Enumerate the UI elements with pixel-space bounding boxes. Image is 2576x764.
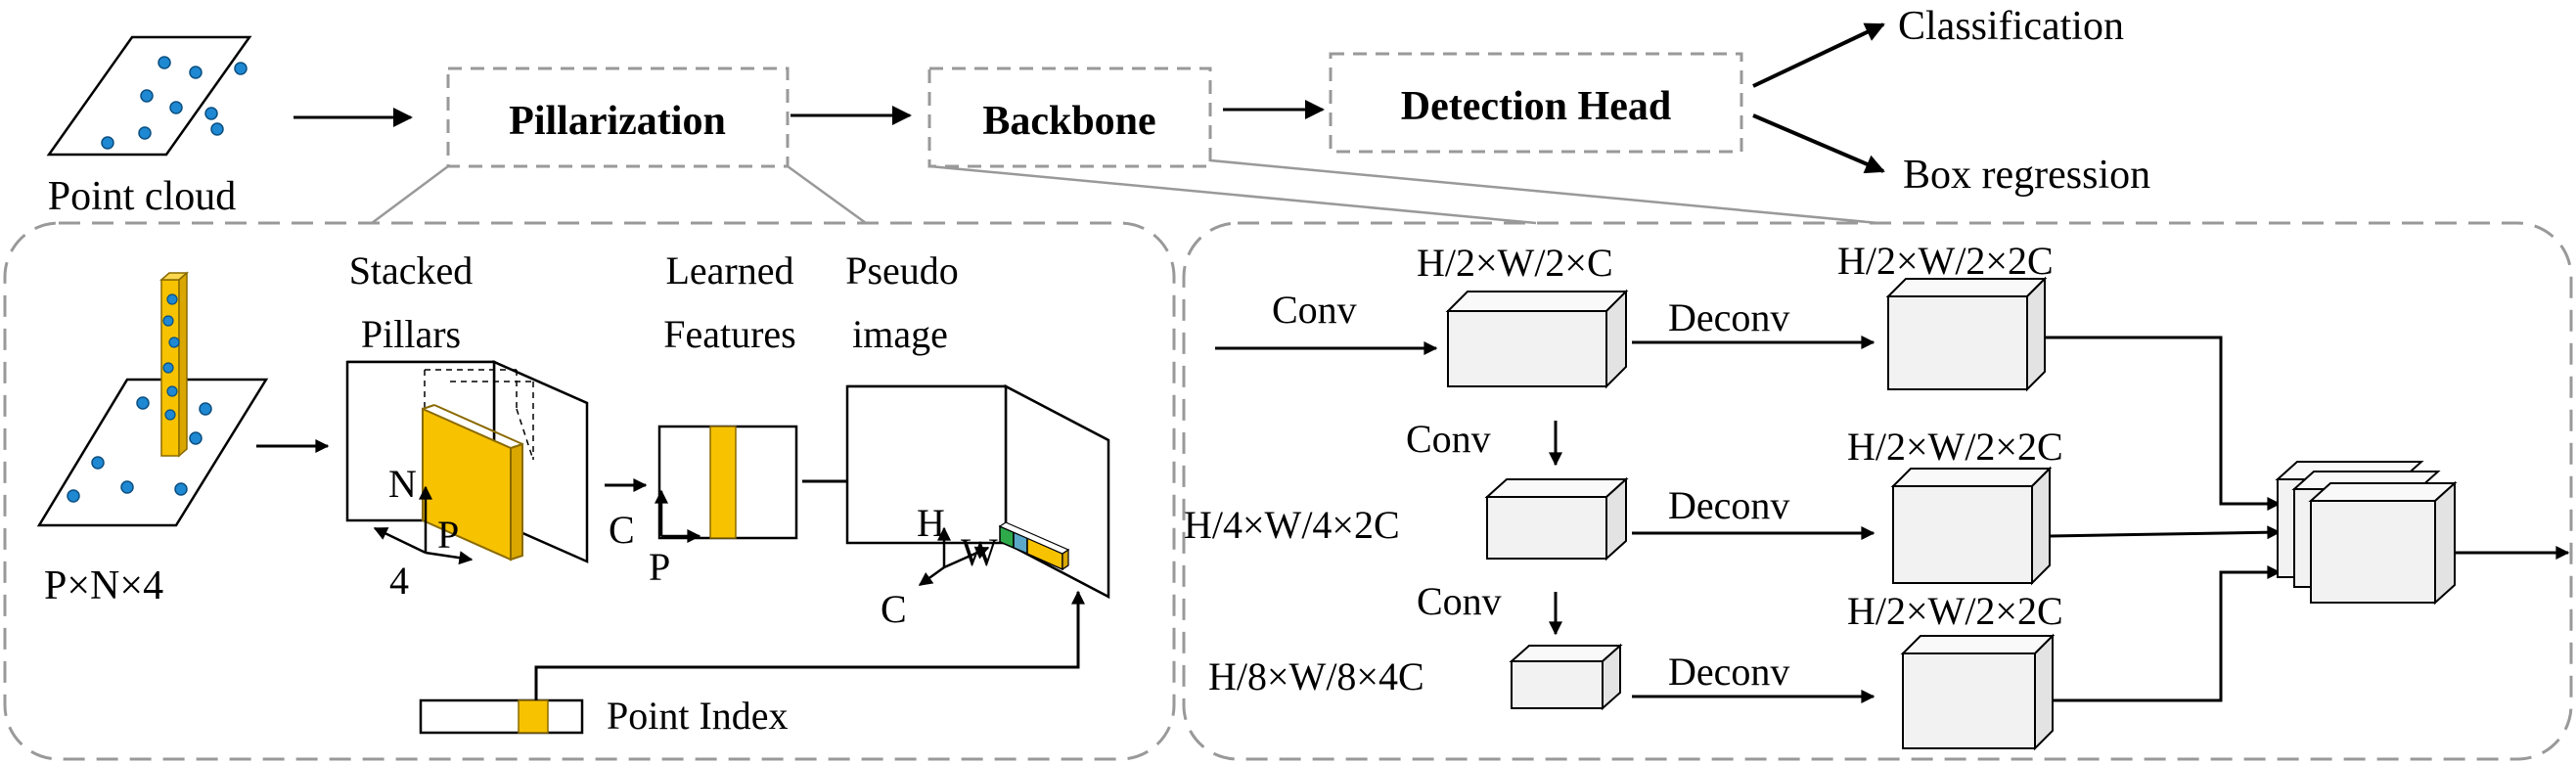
learned-features: Learned Features C P	[609, 248, 798, 589]
learned-features-axes: C P	[609, 489, 701, 589]
point-index: Point Index	[419, 590, 1085, 738]
up1-dims-label: H/2×W/2×2C	[1837, 239, 2054, 283]
down-block-2: H/4×W/4×2C	[1184, 476, 1629, 562]
axis-w-label: W	[961, 530, 998, 574]
pseudo-image-title-1: Pseudo	[845, 248, 959, 292]
down-block-3: H/8×W/8×4C	[1208, 643, 1623, 711]
up2-dims-label: H/2×W/2×2C	[1847, 425, 2063, 469]
axis-c-label: C	[609, 508, 635, 552]
point-cloud-dots	[101, 56, 248, 150]
level2-dims-label: H/4×W/4×2C	[1184, 503, 1400, 547]
stacked-pillars-title-1: Stacked	[349, 248, 474, 292]
up3-dims-label: H/2×W/2×2C	[1847, 589, 2063, 633]
axis-4-label: 4	[389, 559, 409, 603]
up-block-1: H/2×W/2×2C	[1837, 239, 2054, 392]
learned-features-title-2: Features	[663, 312, 796, 356]
point-cloud-input: Point cloud	[46, 35, 252, 219]
pseudo-image-cells	[998, 521, 1070, 571]
point-cloud-label: Point cloud	[48, 174, 237, 219]
backbone-detail-panel	[1182, 221, 2573, 761]
up-block-3: H/2×W/2×2C	[1847, 589, 2063, 751]
single-pillar	[159, 271, 189, 458]
backbone-label: Backbone	[982, 99, 1155, 144]
axis-p-label: P	[437, 513, 459, 557]
axis-h-label: H	[917, 501, 945, 545]
up-block-2: H/2×W/2×2C	[1847, 425, 2063, 586]
stacked-pillars: Stacked Pillars N P 4	[345, 248, 589, 603]
pillarization-label: Pillarization	[509, 99, 726, 144]
pxnx4-label: P×N×4	[44, 563, 163, 608]
detection-head-block: Detection Head	[1329, 52, 1743, 154]
arrow-to-box-regression	[1752, 113, 1885, 174]
deconv-1-label: Deconv	[1668, 295, 1789, 339]
conv-in-label: Conv	[1272, 288, 1357, 332]
pillarization-block: Pillarization	[446, 67, 790, 168]
conv-2-label: Conv	[1417, 579, 1502, 623]
zoom-connectors	[371, 158, 1879, 225]
arrow-to-classification	[1752, 22, 1885, 88]
pillar-scene-dots	[67, 396, 212, 503]
point-index-label: Point Index	[607, 694, 789, 738]
axis-n-label: N	[388, 462, 417, 506]
arrow-up1-to-concat	[2045, 336, 2282, 511]
arrow-up3-to-concat	[2053, 565, 2282, 702]
down-block-1: H/2×W/2×C	[1417, 241, 1629, 389]
point-index-scatter-arrow	[534, 590, 1085, 700]
concat-stack	[2275, 461, 2458, 606]
arrow-up2-to-concat	[2049, 525, 2282, 540]
level1-dims-label: H/2×W/2×C	[1417, 241, 1613, 285]
pseudo-image: Pseudo image H W C	[845, 248, 1110, 631]
deconv-2-label: Deconv	[1668, 483, 1789, 527]
axis-p2-label: P	[649, 545, 670, 589]
classification-label: Classification	[1898, 4, 2124, 49]
axis-c2-label: C	[881, 587, 907, 631]
pillar-input-scene: P×N×4	[36, 271, 269, 608]
pseudo-image-axes: H W C	[881, 501, 998, 631]
detection-head-label: Detection Head	[1401, 84, 1671, 129]
box-regression-label: Box regression	[1903, 153, 2150, 198]
pseudo-image-title-2: image	[852, 312, 948, 356]
level3-dims-label: H/8×W/8×4C	[1208, 654, 1424, 698]
stacked-pillars-axes: N P 4	[373, 462, 474, 603]
learned-features-title-1: Learned	[665, 248, 793, 292]
deconv-3-label: Deconv	[1668, 650, 1789, 694]
stacked-pillars-title-2: Pillars	[361, 312, 461, 356]
conv-1-label: Conv	[1406, 417, 1491, 461]
backbone-block: Backbone	[927, 67, 1212, 168]
